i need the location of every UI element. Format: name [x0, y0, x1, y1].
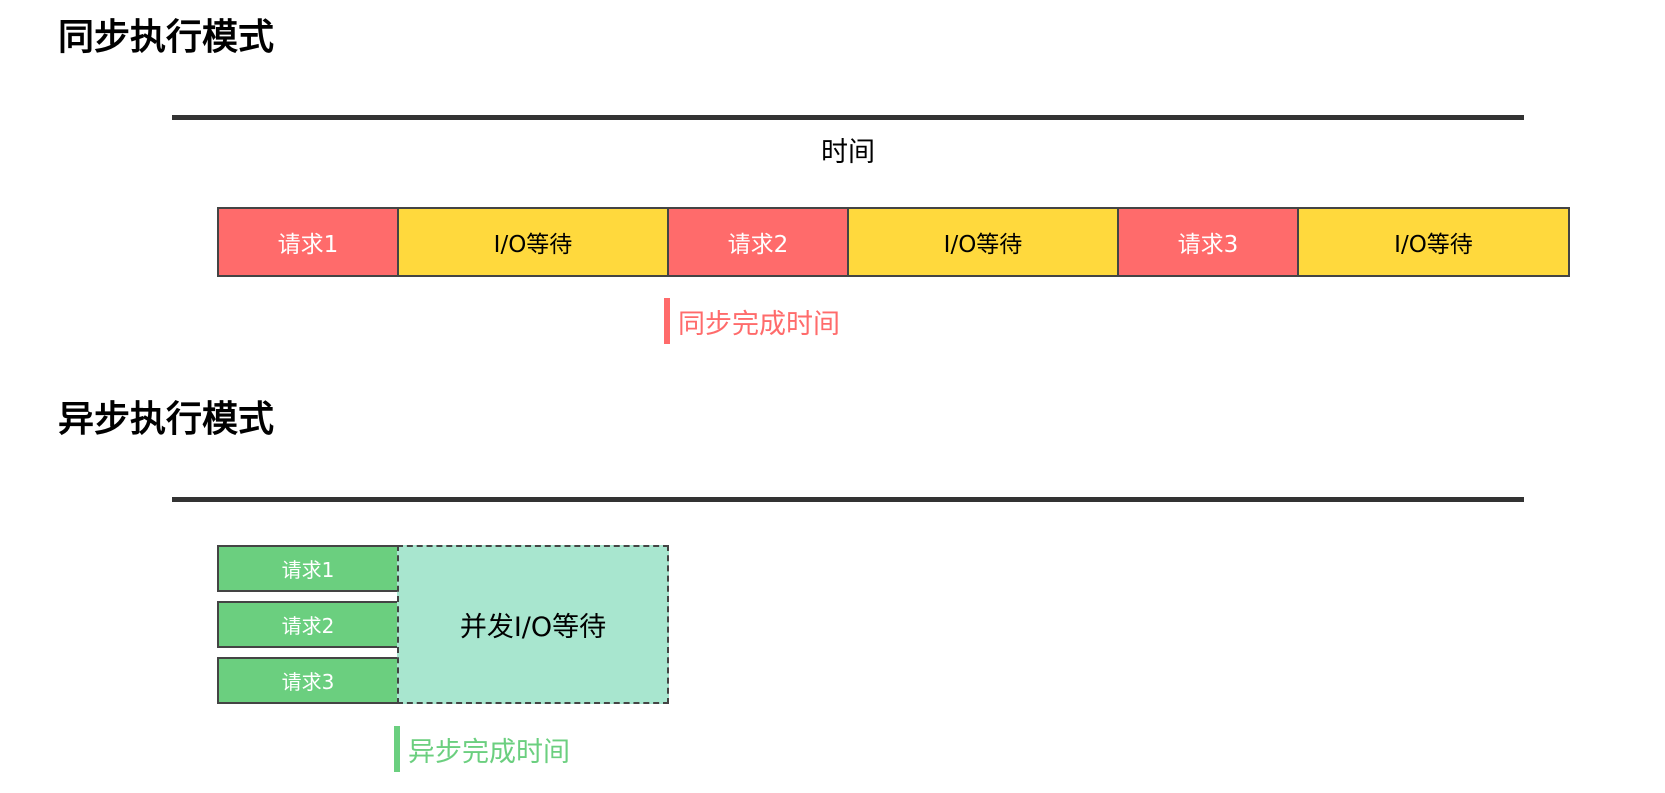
- sync-axis-label: 时间: [821, 137, 875, 168]
- async-request-3: 请求3: [217, 657, 399, 704]
- async-completion-bar: [394, 726, 400, 772]
- async-request-1: 请求1: [217, 545, 399, 592]
- sync-request-3: 请求3: [1117, 207, 1299, 277]
- sync-io-wait-2: I/O等待: [847, 207, 1119, 277]
- sync-completion-marker: 同步完成时间: [664, 298, 840, 344]
- sync-completion-label: 同步完成时间: [678, 308, 840, 340]
- async-completion-marker: 异步完成时间: [394, 726, 570, 772]
- async-request-2: 请求2: [217, 601, 399, 648]
- async-timeline-axis: [172, 497, 1524, 502]
- sync-section-title: 同步执行模式: [58, 17, 275, 58]
- sync-completion-bar: [664, 298, 670, 344]
- sync-request-2: 请求2: [667, 207, 849, 277]
- sync-timeline-axis: [172, 115, 1524, 120]
- sync-io-wait-3: I/O等待: [1297, 207, 1570, 277]
- async-section-title: 异步执行模式: [58, 399, 275, 440]
- sync-request-1: 请求1: [217, 207, 399, 277]
- sync-io-wait-1: I/O等待: [397, 207, 669, 277]
- async-completion-label: 异步完成时间: [408, 736, 570, 768]
- async-concurrent-io-wait: 并发I/O等待: [397, 545, 669, 704]
